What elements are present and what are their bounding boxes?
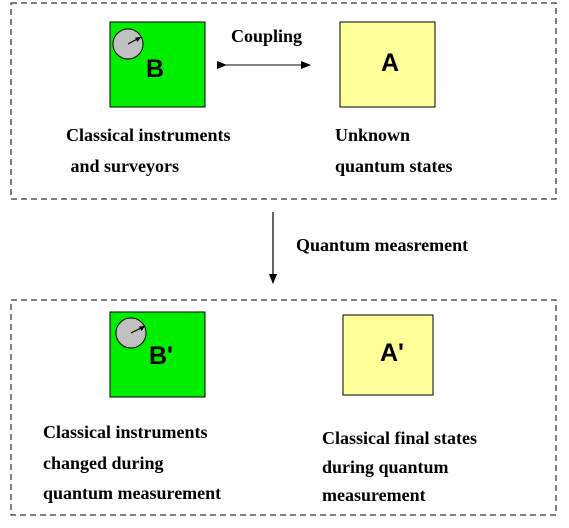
dial-gauge-icon [112, 28, 144, 60]
instrument-b-prime-caption-line: quantum measurement [43, 483, 222, 503]
state-a-caption-line: quantum states [335, 156, 453, 176]
measurement-label: Quantum measrement [296, 235, 469, 255]
instrument-b-prime-label: B' [149, 342, 173, 370]
state-a-prime-box [342, 314, 434, 396]
dial-gauge-icon [115, 317, 147, 349]
state-a-prime-label: A' [380, 339, 404, 367]
state-a-prime-caption-line: Classical final states [322, 428, 477, 448]
top-panel-frame [10, 2, 557, 200]
instrument-b-caption-line: Classical instruments [66, 125, 231, 145]
instrument-b-caption-line: and surveyors [66, 156, 180, 176]
instrument-b-box [109, 21, 206, 108]
instrument-b-prime-caption-line: changed during [43, 453, 164, 473]
state-a-prime-caption-line: during quantum [322, 457, 449, 477]
state-a-prime-caption-line: measurement [322, 485, 426, 505]
coupling-label: Coupling [231, 26, 303, 46]
state-a-label: A [381, 49, 400, 77]
state-a-caption-line: Unknown [335, 125, 411, 145]
state-a-box [339, 21, 436, 108]
instrument-b-label: B [146, 55, 165, 83]
bottom-panel-frame [10, 299, 557, 516]
instrument-b-prime-caption-line: Classical instruments [43, 422, 208, 442]
